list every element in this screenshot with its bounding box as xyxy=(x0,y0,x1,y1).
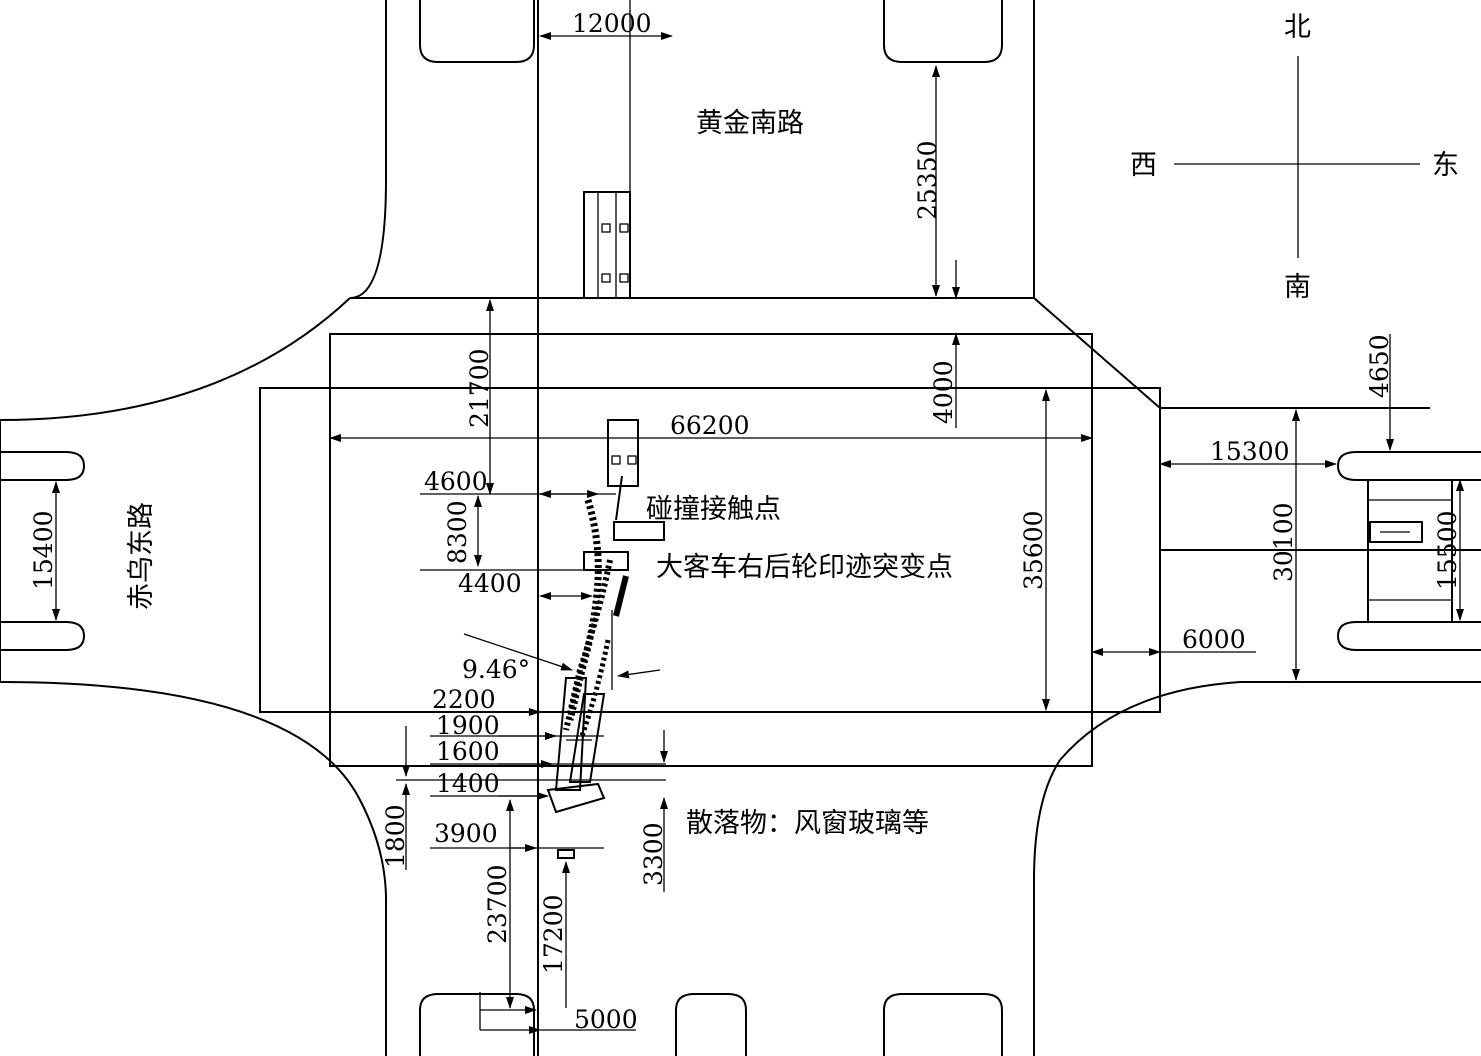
dim-4000: 4000 xyxy=(929,360,958,424)
intersection-zones xyxy=(259,333,1453,767)
dim-21700: 21700 xyxy=(465,348,494,428)
north-road-name: 黄金南路 xyxy=(696,108,804,139)
dimension-lines xyxy=(52,0,1464,1034)
dim-4400: 4400 xyxy=(458,569,522,598)
dim-3900: 3900 xyxy=(434,819,498,848)
dim-66200: 66200 xyxy=(670,411,750,440)
dim-15300: 15300 xyxy=(1210,437,1290,466)
vehicle-east xyxy=(1369,521,1423,543)
compass-east: 东 xyxy=(1432,150,1459,181)
dim-15500: 15500 xyxy=(1433,510,1462,590)
dim-35600: 35600 xyxy=(1019,510,1048,590)
dim-17200: 17200 xyxy=(539,894,568,974)
dim-1400: 1400 xyxy=(436,769,500,798)
dim-5000: 5000 xyxy=(574,1005,638,1034)
tire-mark-label: 大客车右后轮印迹突变点 xyxy=(656,552,953,583)
dim-25350: 25350 xyxy=(913,140,942,220)
compass-north: 北 xyxy=(1284,12,1311,43)
angle-label: 9.46° xyxy=(462,655,530,684)
compass-south: 南 xyxy=(1284,272,1311,303)
dim-1600: 1600 xyxy=(436,737,500,766)
bus-track-and-vehicle xyxy=(546,419,665,859)
dim-4650: 4650 xyxy=(1365,334,1394,398)
dim-3300: 3300 xyxy=(639,822,668,886)
collision-point-label: 碰撞接触点 xyxy=(646,494,781,525)
dim-4600: 4600 xyxy=(424,467,488,496)
dim-1800: 1800 xyxy=(381,804,410,868)
dim-8300: 8300 xyxy=(443,500,472,564)
dim-1900: 1900 xyxy=(436,711,500,740)
dim-23700: 23700 xyxy=(483,864,512,944)
dim-2200: 2200 xyxy=(432,685,496,714)
compass-west: 西 xyxy=(1130,150,1157,181)
dim-6000: 6000 xyxy=(1182,625,1246,654)
dim-15400: 15400 xyxy=(29,510,58,590)
debris-label: 散落物：风窗玻璃等 xyxy=(686,808,929,839)
compass: 北 南 西 东 xyxy=(1130,12,1459,303)
parked-bus-north xyxy=(583,191,631,299)
dimension-labels: 12000 25350 21700 4000 66200 4600 8300 4… xyxy=(29,9,1462,1034)
dim-12000: 12000 xyxy=(572,9,652,38)
dim-30100: 30100 xyxy=(1269,502,1298,582)
west-road-name: 赤乌东路 xyxy=(126,502,157,610)
